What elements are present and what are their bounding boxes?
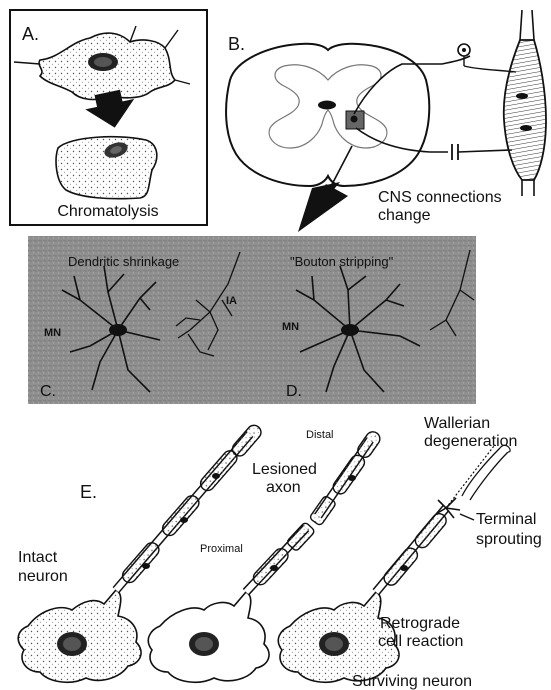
panel-d-mn-label: MN xyxy=(282,321,299,333)
intact-label-line1: Intact xyxy=(18,549,58,566)
panel-e: E. xyxy=(18,415,542,690)
surviving-label: Surviving neuron xyxy=(352,673,472,690)
panel-c-title: Dendritic shrinkage xyxy=(68,254,179,269)
retrograde-label-line1: Retrograde xyxy=(380,615,460,632)
terminal-label-line1: Terminal xyxy=(476,511,536,528)
panel-d-letter: D. xyxy=(286,383,302,400)
retrograde-label-line2: cell reaction xyxy=(378,633,463,650)
lesioned-label-line2: axon xyxy=(266,479,301,496)
panel-c-letter: C. xyxy=(40,383,56,400)
wallerian-label-line2: degeneration xyxy=(424,433,517,450)
terminal-label-line2: sprouting xyxy=(476,531,542,548)
panel-e-letter: E. xyxy=(80,482,97,502)
panel-b: B. xyxy=(226,10,546,232)
wallerian-label-line1: Wallerian xyxy=(424,415,490,432)
panel-d-title: "Bouton stripping" xyxy=(290,254,394,269)
lesioned-label-line1: Lesioned xyxy=(252,461,317,478)
cns-caption-line1: CNS connections xyxy=(378,189,502,206)
cns-caption-line2: change xyxy=(378,207,431,224)
panel-a-letter: A. xyxy=(22,24,39,44)
muscle-icon xyxy=(504,10,546,196)
distal-label: Distal xyxy=(306,429,334,441)
proximal-label: Proximal xyxy=(200,543,243,555)
micrograph-strip: Dendritic shrinkage MN IA C. "Bouton str… xyxy=(28,236,476,404)
chromatolytic-cell xyxy=(56,137,157,199)
panel-a: A. Chromatolysis xyxy=(10,10,207,225)
chromatolysis-caption: Chromatolysis xyxy=(57,203,158,220)
panel-c-ia-label: IA xyxy=(226,295,237,307)
neuron-icon xyxy=(14,26,190,99)
panel-b-letter: B. xyxy=(228,34,245,54)
panel-c-mn-label: MN xyxy=(44,327,61,339)
intact-label-line2: neuron xyxy=(18,568,68,585)
